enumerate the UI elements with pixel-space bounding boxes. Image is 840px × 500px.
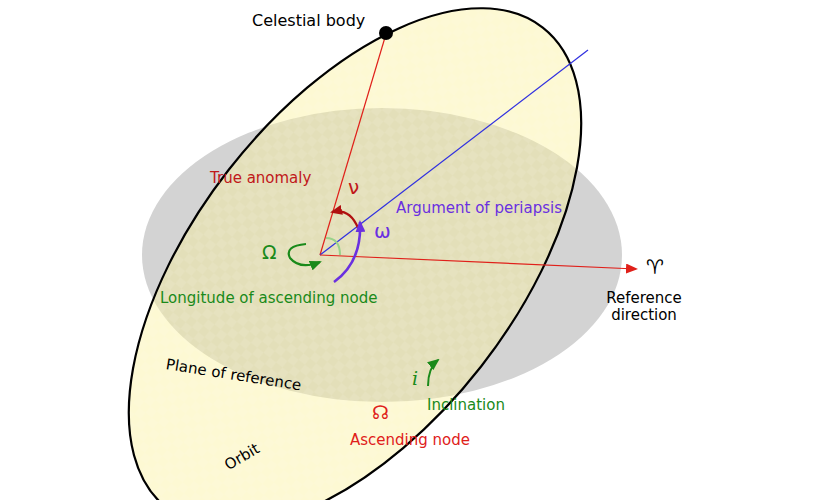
- reference-arrow: [320, 255, 636, 269]
- node-arc: [326, 238, 340, 255]
- inclination-arrow: [428, 360, 438, 386]
- node-longitude-symbol: Ω: [262, 242, 277, 264]
- body-dot: [379, 26, 393, 40]
- anomaly-label: True anomaly: [210, 170, 311, 187]
- omega-symbol: ω: [374, 220, 391, 243]
- node-symbol: ☊: [372, 402, 389, 424]
- anomaly-arc: [332, 211, 358, 228]
- reference-label: Reference direction: [596, 290, 692, 325]
- aries-symbol: ♈: [646, 256, 664, 279]
- node-longitude-label: Longitude of ascending node: [160, 290, 378, 307]
- node-label: Ascending node: [350, 432, 470, 449]
- periapsis-label: Argument of periapsis: [396, 200, 562, 217]
- inclination-symbol: i: [412, 368, 418, 390]
- omega-arrow: [289, 244, 320, 265]
- nu-symbol: ν: [348, 176, 359, 199]
- orbit-ellipse: [41, 0, 669, 500]
- inclination-label: Inclination: [427, 397, 505, 414]
- periapsis-arc: [334, 222, 360, 282]
- body-label: Celestial body: [252, 12, 365, 30]
